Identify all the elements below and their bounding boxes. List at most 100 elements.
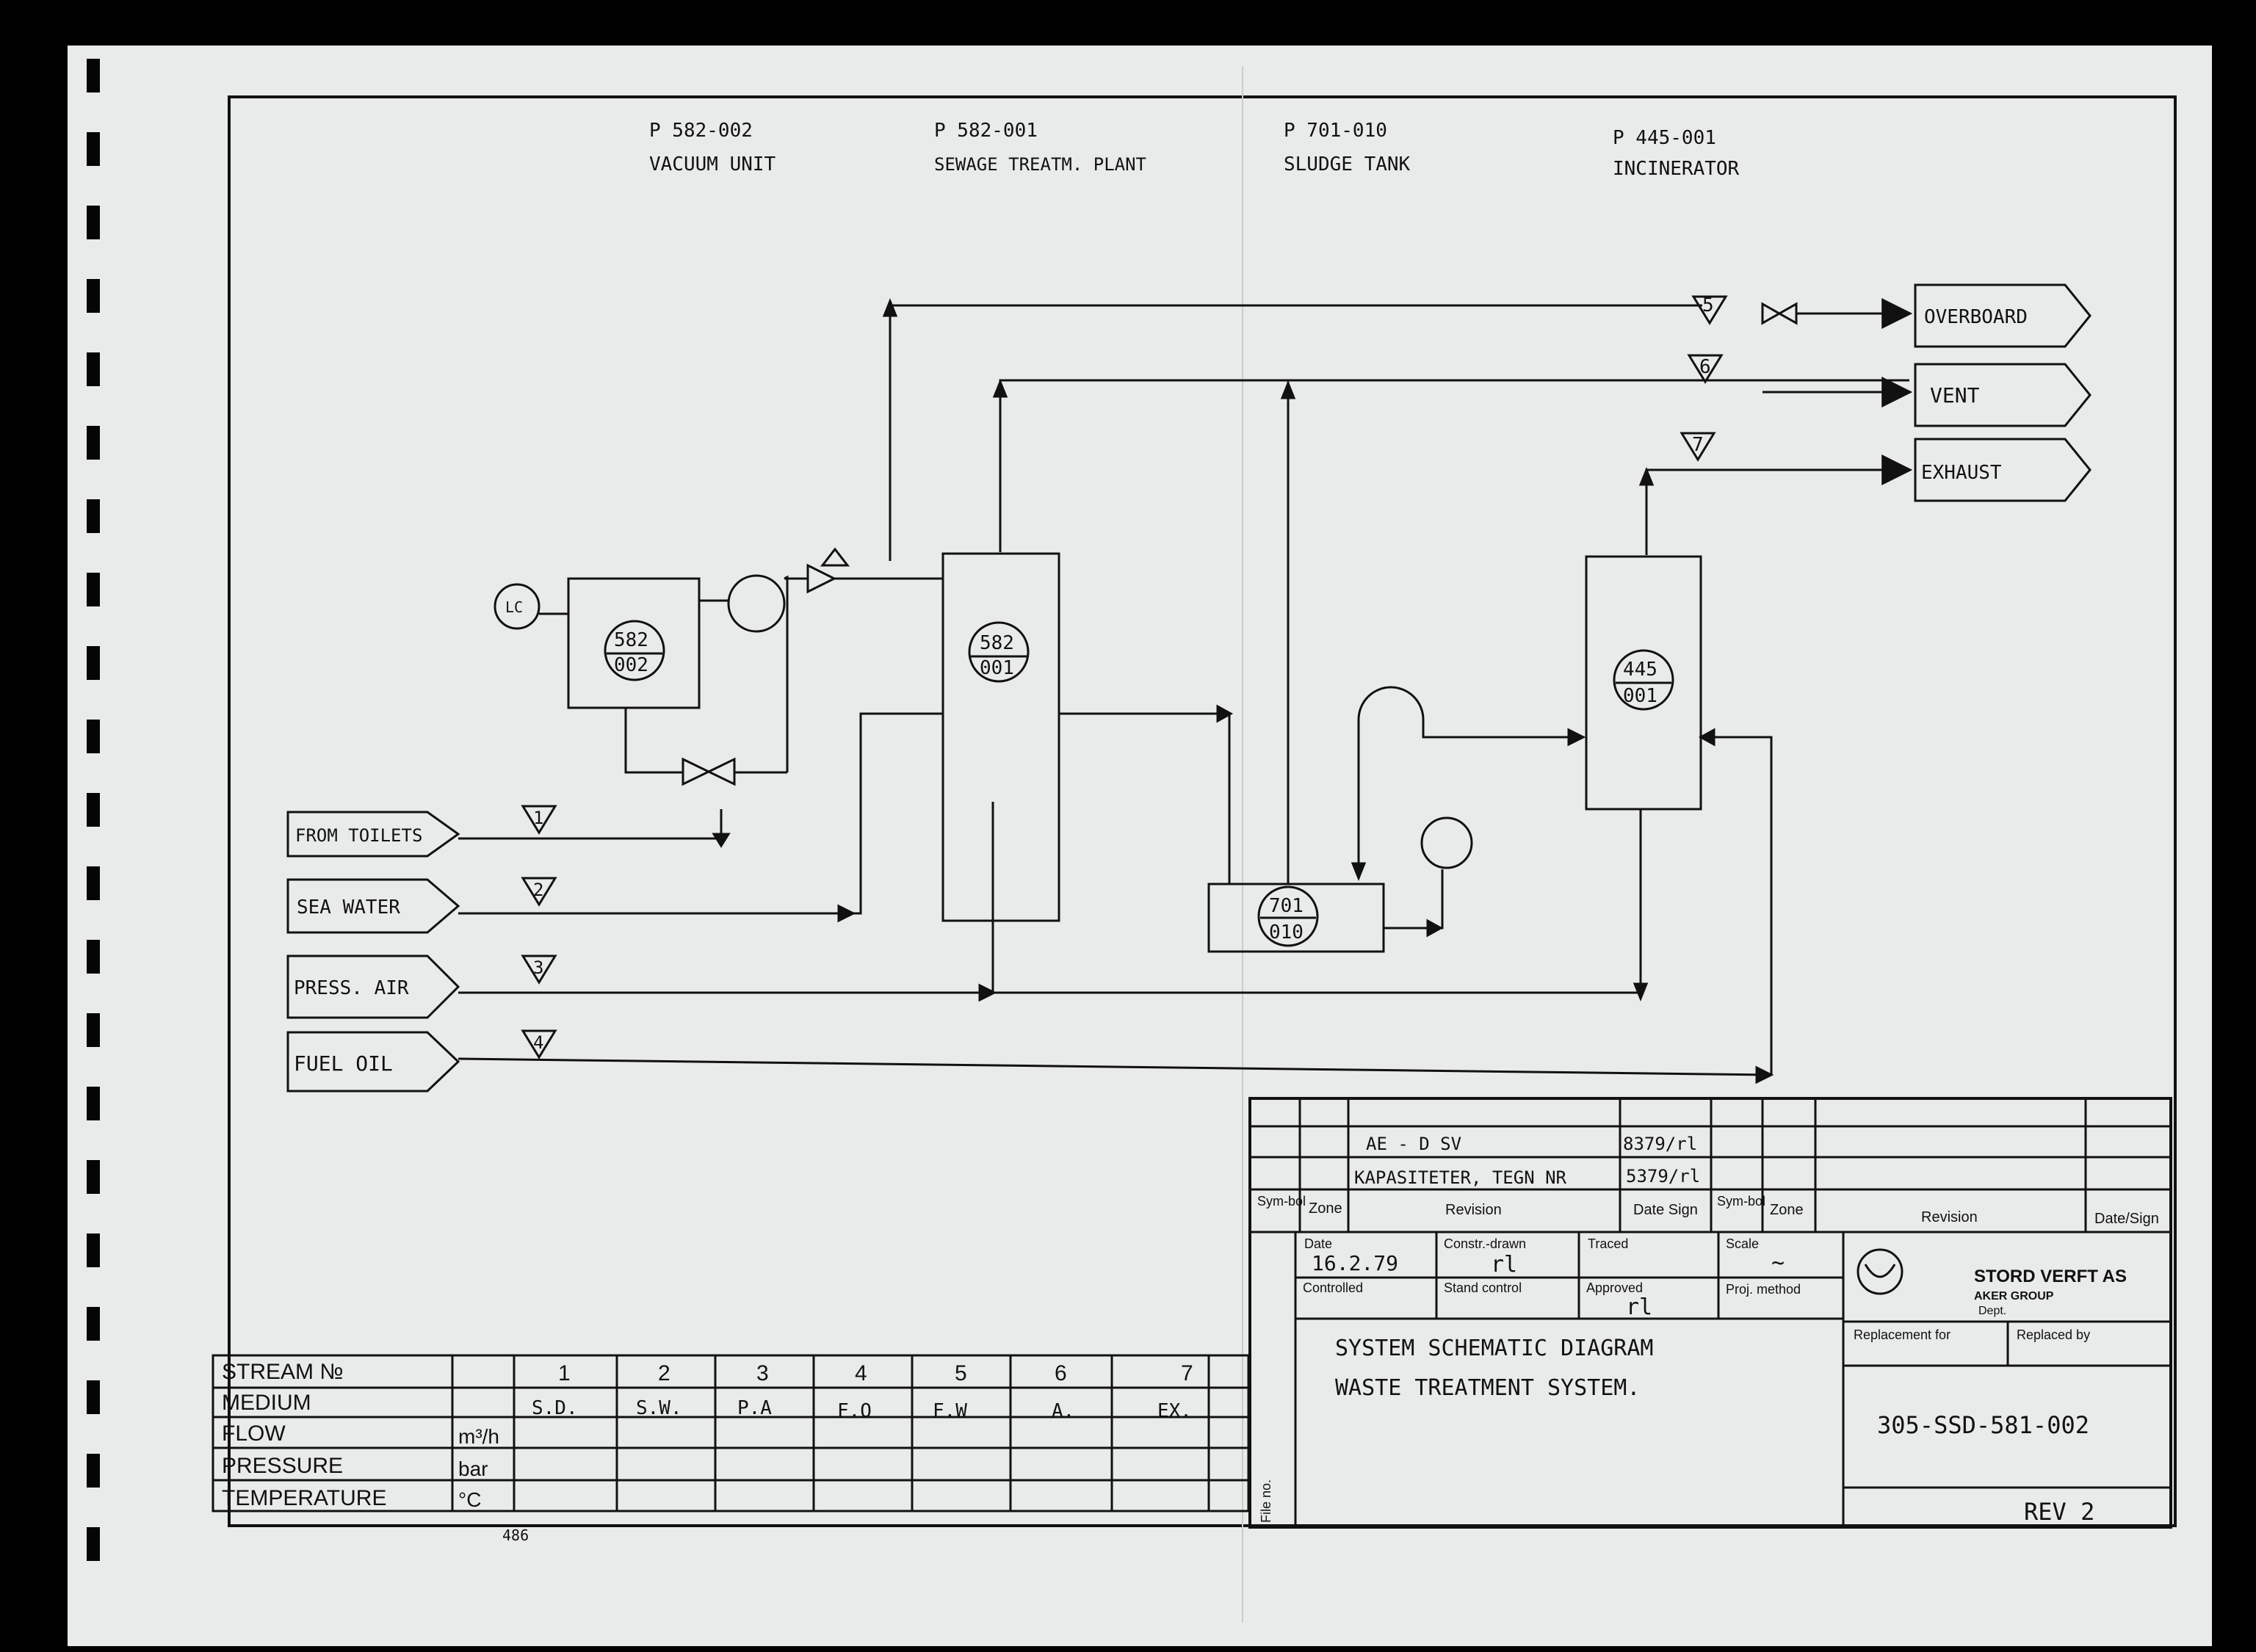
- incinerator: [1585, 555, 1702, 811]
- input-fuel-oil: [286, 1031, 460, 1093]
- header-date-sign-2: Date/Sign: [2094, 1211, 2159, 1227]
- input-from-toilets: [286, 811, 460, 858]
- unit-code-sludge: P 701-010: [1284, 120, 1387, 142]
- binder-hole: [87, 793, 100, 827]
- header-date-sign: Date Sign: [1633, 1202, 1698, 1218]
- medium-7: EX.: [1157, 1400, 1192, 1422]
- title-line-2: WASTE TREATMENT SYSTEM.: [1335, 1375, 1640, 1401]
- medium-5: F.W: [933, 1400, 967, 1422]
- incinerator-tag-top: 445: [1623, 659, 1657, 681]
- stream-col-5: 5: [955, 1361, 967, 1385]
- stand-label: Stand control: [1444, 1280, 1522, 1295]
- stream-marker-4-label: 4: [533, 1032, 543, 1053]
- arrow-to-incinerator: [1567, 728, 1586, 747]
- vacuum-unit: [567, 577, 701, 709]
- binder-hole: [87, 352, 100, 386]
- scale-value: ~: [1771, 1250, 1785, 1276]
- approved-value: rl: [1626, 1294, 1652, 1320]
- level-controller-label: LC: [505, 598, 523, 616]
- arrow-press-air: [978, 983, 997, 1002]
- controlled-label: Controlled: [1303, 1280, 1363, 1295]
- medium-3: P.A: [737, 1397, 772, 1419]
- stream-col-6: 6: [1055, 1361, 1067, 1385]
- unit-name-incinerator: INCINERATOR: [1613, 158, 1740, 180]
- stream-col-4: 4: [855, 1361, 867, 1385]
- output-exhaust: [1914, 438, 2092, 502]
- arrow-loop-down: [1351, 862, 1367, 882]
- row-label-flow: FLOW: [222, 1421, 286, 1446]
- sewage-plant-tag: [968, 621, 1030, 683]
- row-label-stream: STREAM №: [222, 1360, 344, 1384]
- company-logo: [1856, 1248, 1904, 1295]
- incinerator-tag: [1613, 649, 1674, 711]
- input-sea-water-label: SEA WATER: [297, 896, 400, 919]
- binder-hole: [87, 1160, 100, 1194]
- stream-marker-5-label: 5: [1702, 294, 1714, 316]
- arrow-sea-water: [837, 904, 856, 923]
- stream-marker-2: [521, 877, 557, 907]
- binder-hole: [87, 132, 100, 166]
- line-vent: [999, 379, 1909, 552]
- binder-hole: [87, 59, 100, 93]
- line-toilets: [458, 837, 723, 846]
- arrow-overboard-origin: [882, 297, 898, 317]
- output-overboard: [1914, 283, 2092, 348]
- row-label-temperature: TEMPERATURE: [222, 1486, 386, 1510]
- header-symbol: Sym-bol: [1257, 1194, 1306, 1209]
- company-logo-mark: [1864, 1264, 1896, 1278]
- stream-marker-1-label: 1: [533, 808, 543, 828]
- row-label-pressure: PRESSURE: [222, 1454, 343, 1478]
- binder-hole: [87, 1013, 100, 1047]
- stream-col-7: 7: [1181, 1361, 1193, 1385]
- drawn-label: Constr.-drawn: [1444, 1236, 1526, 1251]
- stream-marker-5: [1691, 295, 1728, 325]
- sludge-tank: [1207, 883, 1385, 953]
- stream-marker-7: [1680, 432, 1716, 462]
- binder-hole: [87, 1307, 100, 1341]
- vacuum-pump: [727, 574, 786, 633]
- company-name: STORD VERFT AS: [1974, 1267, 2127, 1286]
- unit-pressure: bar: [458, 1457, 488, 1480]
- arrow-air-incinerator: [1633, 982, 1649, 1002]
- unit-temperature: °C: [458, 1488, 481, 1511]
- binder-hole: [87, 1380, 100, 1414]
- vacuum-unit-tag: [604, 620, 665, 681]
- file-no-label: File no.: [1259, 1479, 1273, 1523]
- stream-marker-4: [521, 1029, 557, 1059]
- medium-2: S.W.: [636, 1397, 682, 1419]
- revision-number: REV 2: [2024, 1498, 2094, 1526]
- drawn-value: rl: [1491, 1252, 1517, 1278]
- vacuum-bottom: [624, 708, 683, 774]
- sludge-tank-tag: [1257, 885, 1319, 947]
- binder-hole: [87, 279, 100, 313]
- title-line-1: SYSTEM SCHEMATIC DIAGRAM: [1335, 1336, 1653, 1361]
- vacuum-unit-tag-top: 582: [614, 629, 648, 651]
- binder-hole: [87, 573, 100, 606]
- date-label: Date: [1304, 1236, 1332, 1251]
- binder-hole: [87, 1527, 100, 1561]
- sludge-tank-tag-top: 701: [1269, 895, 1304, 917]
- header-symbol-2: Sym-bol: [1717, 1194, 1765, 1209]
- input-fuel-oil-label: FUEL OIL: [294, 1051, 393, 1076]
- arrow-fuel-oil: [1755, 1065, 1774, 1084]
- stream-marker-1: [521, 805, 557, 835]
- binder-hole: [87, 206, 100, 239]
- line-overboard: [889, 304, 1702, 561]
- header-revision-2: Revision: [1921, 1209, 1978, 1225]
- unit-code-vacuum: P 582-002: [649, 120, 753, 142]
- level-controller: [494, 583, 540, 630]
- arrow-exhaust-origin: [1638, 466, 1655, 486]
- sewage-plant-tag-top: 582: [980, 632, 1014, 654]
- line-fuel-oil: [458, 1057, 1772, 1076]
- binder-hole: [87, 1454, 100, 1488]
- drawing-number: 305-SSD-581-002: [1877, 1411, 2089, 1439]
- check-valve: [806, 563, 837, 594]
- binder-hole: [87, 866, 100, 900]
- sludge-pump: [1420, 816, 1473, 869]
- input-press-air-label: PRESS. AIR: [294, 977, 409, 999]
- revision-1-text: AE - D SV: [1366, 1134, 1461, 1154]
- input-from-toilets-label: FROM TOILETS: [295, 825, 422, 846]
- binder-hole: [87, 426, 100, 460]
- incinerator-tag-bottom: 001: [1623, 685, 1657, 707]
